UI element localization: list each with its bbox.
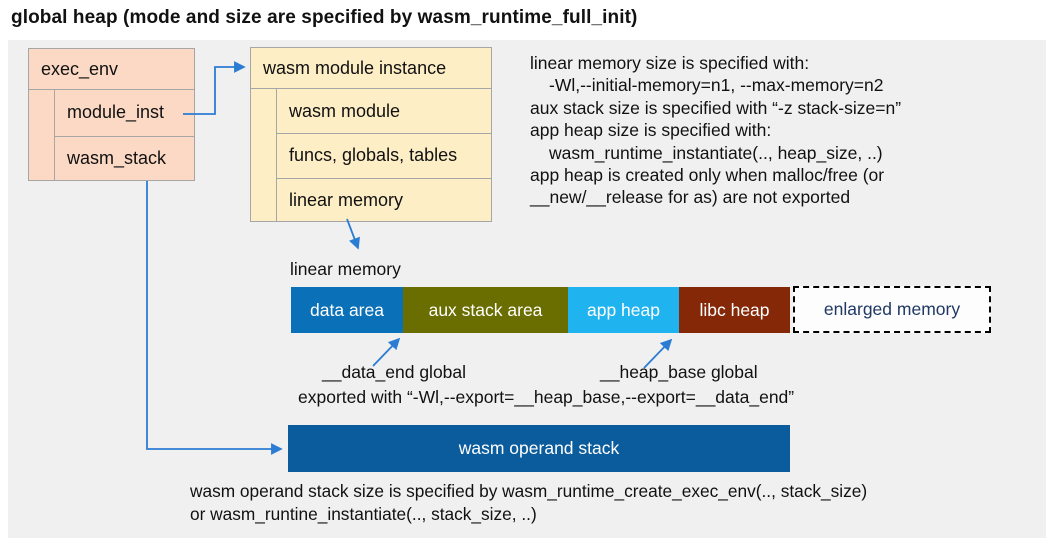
note-line: app heap size is specified with: bbox=[530, 120, 772, 141]
footer-line: or wasm_runtine_instantiate(.., stack_si… bbox=[190, 504, 537, 525]
note-line: linear memory size is specified with: bbox=[530, 53, 810, 73]
notes-block: linear memory size is specified with: -W… bbox=[530, 52, 901, 209]
footer-notes: wasm operand stack size is specified by … bbox=[190, 480, 867, 527]
exec-env-header: exec_env bbox=[29, 49, 194, 90]
note-line: wasm_runtime_instantiate(.., heap_size, … bbox=[549, 142, 883, 163]
data-end-global-label: __data_end global bbox=[322, 362, 467, 382]
note-line: app heap is created only when malloc/fre… bbox=[530, 165, 885, 186]
exec-env-rows: module_inst wasm_stack bbox=[54, 90, 194, 181]
segment-enlarged-memory: enlarged memory bbox=[793, 286, 991, 333]
wasm-module-instance-box: wasm module instance wasm module funcs, … bbox=[250, 47, 492, 222]
module-instance-row-linear-memory: linear memory bbox=[276, 177, 491, 222]
linear-memory-bar: data area aux stack area app heap libc h… bbox=[291, 287, 790, 333]
module-instance-row-wasm-module: wasm module bbox=[276, 89, 491, 134]
page-title: global heap (mode and size are specified… bbox=[11, 7, 638, 28]
segment-aux-stack-area: aux stack area bbox=[403, 287, 568, 333]
wasm-module-instance-header: wasm module instance bbox=[251, 48, 491, 89]
segment-app-heap: app heap bbox=[568, 287, 679, 333]
exec-env-box: exec_env module_inst wasm_stack bbox=[28, 48, 195, 181]
segment-data-area: data area bbox=[291, 287, 403, 333]
note-line: __new/__release for as) are not exported bbox=[530, 187, 851, 208]
exec-env-row-wasm-stack: wasm_stack bbox=[54, 135, 194, 181]
export-flags-label: exported with “-Wl,--export=__heap_base,… bbox=[298, 387, 795, 407]
note-line: aux stack size is specified with “-z sta… bbox=[530, 97, 902, 118]
wasm-module-instance-rows: wasm module funcs, globals, tables linea… bbox=[276, 89, 491, 222]
exec-env-row-module-inst: module_inst bbox=[54, 90, 194, 136]
wasm-operand-stack-bar: wasm operand stack bbox=[288, 425, 790, 472]
module-instance-row-funcs-globals-tables: funcs, globals, tables bbox=[276, 133, 491, 178]
note-line: -Wl,--initial-memory=n1, --max-memory=n2 bbox=[549, 75, 884, 96]
segment-libc-heap: libc heap bbox=[679, 287, 790, 333]
linear-memory-label: linear memory bbox=[290, 259, 401, 279]
footer-line: wasm operand stack size is specified by … bbox=[190, 481, 868, 501]
heap-base-global-label: __heap_base global bbox=[600, 362, 758, 382]
